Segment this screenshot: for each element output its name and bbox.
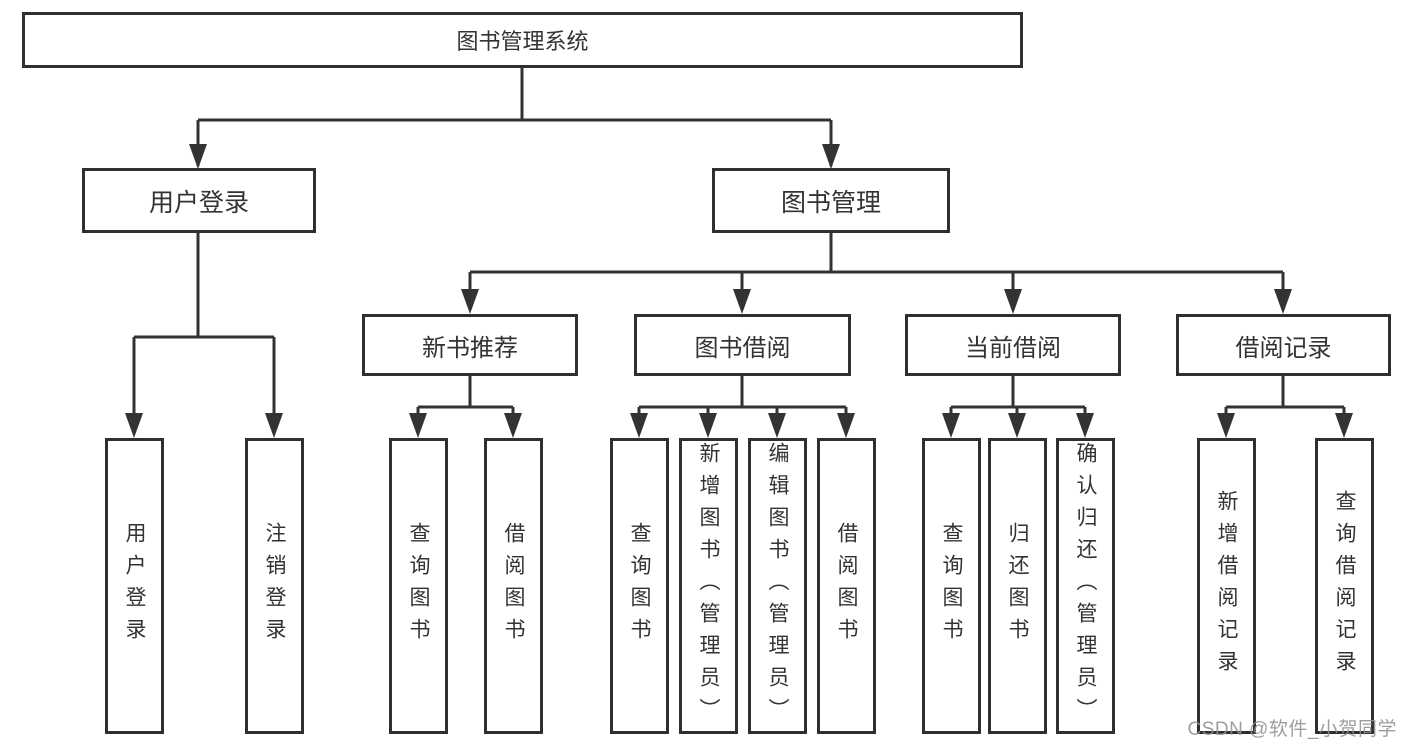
node-current-borrow: 当前借阅	[905, 314, 1121, 376]
leaf-query-book-rec-label: 查询图书	[407, 522, 430, 650]
node-new-book-rec-label: 新书推荐	[422, 334, 518, 362]
leaf-edit-book-admin: 编辑图书（管理员）	[748, 438, 807, 734]
node-borrow-record: 借阅记录	[1176, 314, 1391, 376]
leaf-user-login-label: 用户登录	[123, 522, 146, 650]
leaf-confirm-return-admin-label: 确认归还（管理员）	[1074, 442, 1097, 730]
arrowhead	[1274, 289, 1292, 314]
arrowhead	[189, 144, 207, 169]
leaf-borrow-book-borrow: 借阅图书	[817, 438, 876, 734]
arrowhead	[837, 413, 855, 438]
leaf-edit-book-admin-label: 编辑图书（管理员）	[766, 442, 789, 730]
connector-book-borrow-to-leaves	[637, 376, 848, 434]
leaf-query-book-current: 查询图书	[922, 438, 981, 734]
leaf-query-book-rec: 查询图书	[389, 438, 448, 734]
connector-book-mgmt-to-level3	[468, 233, 1285, 310]
leaf-add-borrow-record-label: 新增借阅记录	[1215, 490, 1238, 682]
connector-root-to-level2	[196, 68, 833, 166]
leaf-borrow-book-borrow-label: 借阅图书	[835, 522, 858, 650]
leaf-query-book-borrow: 查询图书	[610, 438, 669, 734]
arrowhead	[699, 413, 717, 438]
arrowhead	[265, 413, 283, 438]
connector-new-book-rec-to-leaves	[416, 376, 515, 434]
node-borrow-record-label: 借阅记录	[1235, 334, 1332, 362]
node-root-label: 图书管理系统	[456, 29, 589, 54]
leaf-logout-label: 注销登录	[263, 522, 286, 650]
arrowhead	[461, 289, 479, 314]
node-book-mgmt-label: 图书管理	[780, 188, 881, 217]
node-current-borrow-label: 当前借阅	[965, 334, 1061, 362]
arrowhead	[125, 413, 143, 438]
leaf-borrow-book-rec-label: 借阅图书	[502, 522, 525, 650]
leaf-query-book-current-label: 查询图书	[940, 522, 963, 650]
leaf-confirm-return-admin: 确认归还（管理员）	[1056, 438, 1115, 734]
leaf-query-borrow-record: 查询借阅记录	[1315, 438, 1374, 734]
arrowhead	[504, 413, 522, 438]
leaf-query-borrow-record-label: 查询借阅记录	[1333, 490, 1356, 682]
arrowhead	[409, 413, 427, 438]
connector-user-login-to-leaves	[132, 233, 276, 434]
arrowhead	[1076, 413, 1094, 438]
arrowhead	[942, 413, 960, 438]
node-user-login-label: 用户登录	[148, 188, 249, 217]
arrowhead	[1217, 413, 1235, 438]
csdn-watermark: CSDN @软件_小贺同学	[1187, 719, 1397, 740]
arrowhead	[768, 413, 786, 438]
leaf-return-book-label: 归还图书	[1006, 522, 1029, 650]
leaf-add-borrow-record: 新增借阅记录	[1197, 438, 1256, 734]
leaf-logout: 注销登录	[245, 438, 304, 734]
arrowhead	[1004, 289, 1022, 314]
leaf-borrow-book-rec: 借阅图书	[484, 438, 543, 734]
arrowhead	[630, 413, 648, 438]
node-user-login: 用户登录	[82, 168, 316, 233]
leaf-add-book-admin: 新增图书（管理员）	[679, 438, 738, 734]
arrowhead	[733, 289, 751, 314]
arrowhead	[1335, 413, 1353, 438]
node-root: 图书管理系统	[22, 12, 1023, 68]
leaf-return-book: 归还图书	[988, 438, 1047, 734]
leaf-user-login: 用户登录	[105, 438, 164, 734]
connector-borrow-record-to-leaves	[1224, 376, 1346, 434]
node-new-book-rec: 新书推荐	[362, 314, 578, 376]
node-book-borrow: 图书借阅	[634, 314, 851, 376]
leaf-query-book-borrow-label: 查询图书	[628, 522, 651, 650]
node-book-borrow-label: 图书借阅	[694, 334, 791, 362]
leaf-add-book-admin-label: 新增图书（管理员）	[697, 442, 720, 730]
arrowhead	[1008, 413, 1026, 438]
node-book-mgmt: 图书管理	[712, 168, 950, 233]
arrowhead	[822, 144, 840, 169]
